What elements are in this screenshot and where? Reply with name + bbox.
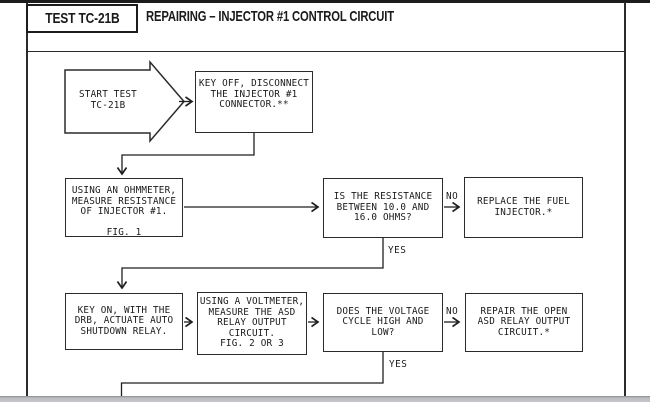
box-text-line: KEY OFF, DISCONNECT bbox=[198, 78, 310, 89]
box-text-line: MEASURE THE ASD bbox=[208, 306, 296, 318]
box-text-line: CONNECTOR.** bbox=[219, 99, 289, 111]
header-divider-line bbox=[26, 51, 625, 52]
box-text-line: FIG. 2 OR 3 bbox=[220, 338, 284, 350]
flowchart-box-ohmmeter: USING AN OHMMETER, MEASURE RESISTANCE OF… bbox=[65, 178, 183, 239]
box-text-line: IS THE RESISTANCE bbox=[333, 191, 433, 203]
flowchart-decision-voltage: DOES THE VOLTAGE CYCLE HIGH AND LOW? bbox=[323, 293, 443, 352]
edge-voltage-yes-offpage bbox=[120, 352, 384, 397]
box-text-line: CIRCUIT.* bbox=[497, 326, 551, 338]
box-text-line: INJECTOR.* bbox=[494, 206, 553, 218]
box-text-line: USING A VOLTMETER, bbox=[199, 296, 305, 308]
edge-keyoff-to-ohmmeter bbox=[122, 132, 255, 174]
box-text-line: REPAIR THE OPEN bbox=[480, 305, 568, 317]
box-text-line: THE INJECTOR #1 bbox=[210, 88, 298, 100]
page-right-border bbox=[624, 2, 626, 396]
test-id-box: TEST TC-21B bbox=[26, 3, 138, 33]
box-text-line: START TEST bbox=[79, 89, 137, 100]
box-text-line: OF INJECTOR #1. bbox=[80, 206, 168, 218]
flowchart-box-repair-circuit: REPAIR THE OPEN ASD RELAY OUTPUT CIRCUIT… bbox=[465, 293, 583, 352]
flowchart-decision-resistance: IS THE RESISTANCE BETWEEN 10.0 AND 16.0 … bbox=[323, 178, 443, 238]
edge-label-yes-voltage: YES bbox=[389, 359, 408, 370]
flowchart-box-key-off: KEY OFF, DISCONNECT THE INJECTOR #1 CONN… bbox=[195, 71, 313, 133]
box-text-line: USING AN OHMMETER, bbox=[71, 185, 177, 196]
edge-label-no-voltage: NO bbox=[446, 306, 459, 317]
box-text-line: ASD RELAY OUTPUT bbox=[477, 316, 571, 328]
box-text-line: CYCLE HIGH AND bbox=[342, 316, 424, 328]
box-text-line: DOES THE VOLTAGE bbox=[336, 305, 430, 317]
box-text-line: SHUTDOWN RELAY. bbox=[80, 325, 168, 337]
start-block-arrow-shape bbox=[64, 59, 185, 144]
box-text-line: FIG. 1 bbox=[106, 227, 142, 239]
edge-resistance-yes bbox=[122, 238, 384, 288]
flowchart-box-replace-injector: REPLACE THE FUEL INJECTOR.* bbox=[464, 177, 583, 238]
box-text-line: MEASURE RESISTANCE bbox=[71, 195, 177, 207]
page-top-edge bbox=[0, 0, 650, 3]
flowchart-box-voltmeter: USING A VOLTMETER, MEASURE THE ASD RELAY… bbox=[197, 292, 307, 355]
page-title: REPAIRING – INJECTOR #1 CONTROL CIRCUIT bbox=[146, 7, 394, 25]
box-text-line: CIRCUIT. bbox=[228, 327, 276, 339]
page-bottom-cut-edge bbox=[0, 395, 650, 402]
box-text-line: TC-21B bbox=[90, 100, 126, 111]
test-id-label: TEST TC-21B bbox=[44, 9, 120, 27]
flowchart-start-node: START TEST TC-21B bbox=[66, 89, 150, 111]
flowchart-box-key-on: KEY ON, WITH THE DRB, ACTUATE AUTO SHUTD… bbox=[65, 293, 183, 350]
box-text-line: REPLACE THE FUEL bbox=[477, 195, 570, 207]
box-text-line: RELAY OUTPUT bbox=[217, 317, 287, 329]
box-text-line: LOW? bbox=[371, 326, 395, 338]
box-text-line: DRB, ACTUATE AUTO bbox=[74, 315, 174, 327]
box-text-line: BETWEEN 10.0 AND bbox=[336, 201, 430, 213]
edge-label-no-resistance: NO bbox=[446, 191, 459, 202]
box-text-line: 16.0 OHMS? bbox=[354, 212, 412, 224]
box-text-line: KEY ON, WITH THE bbox=[77, 304, 171, 316]
edge-label-yes-resistance: YES bbox=[388, 245, 407, 256]
page-left-border bbox=[26, 3, 28, 396]
